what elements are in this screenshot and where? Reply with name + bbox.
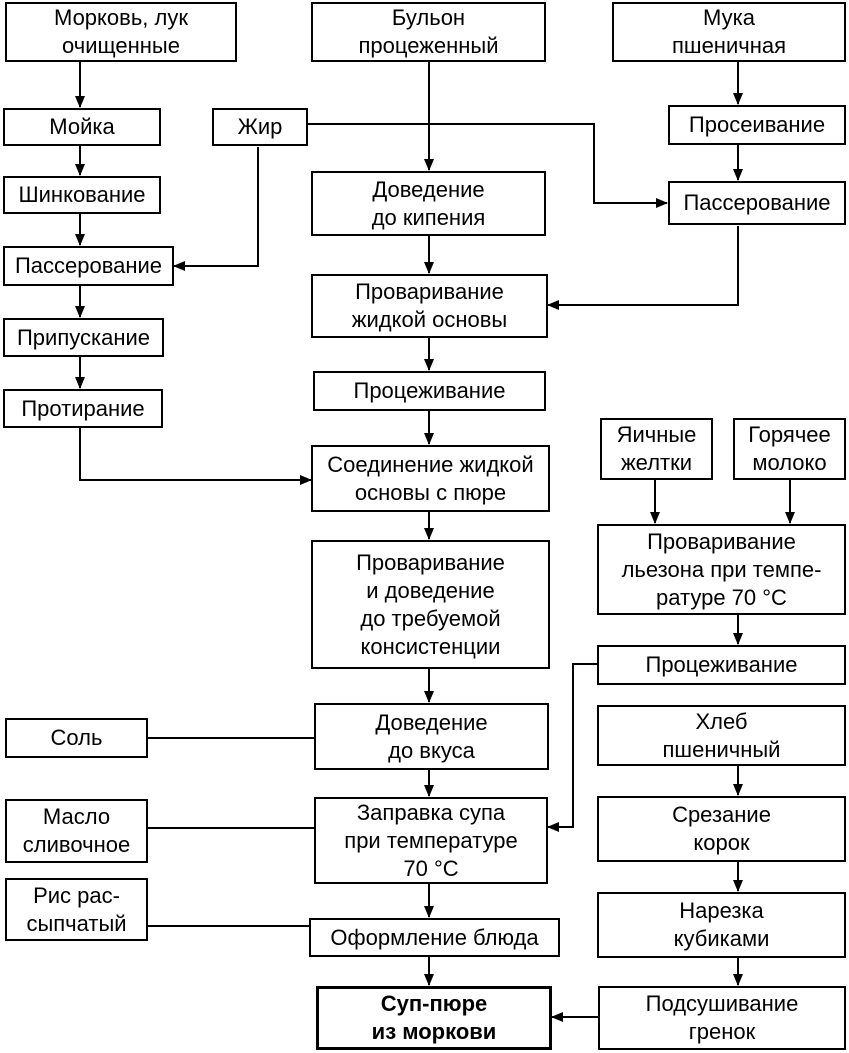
node-wash: Мойка [3,108,161,146]
node-puree: Протирание [3,389,163,428]
arrow-fat-to-saute-veg [173,147,259,271]
node-saute-veg: Пассерование [3,246,174,286]
arrow-strain2-to-dress [547,663,597,832]
node-fat: Жир [212,108,308,146]
node-sift: Просеивание [668,105,846,145]
node-salt: Соль [5,718,148,758]
node-rice: Рис рас-сыпчатый [5,878,148,941]
node-plating: Оформление блюда [309,918,560,957]
node-stew: Припускание [3,318,164,357]
arrow-fat-to-saute-flour [307,123,668,208]
node-saute-flour: Пассерование [668,181,846,225]
arrow-saute-flour-to-cook-base [547,226,739,310]
node-strain1: Процеживание [313,371,546,411]
node-shred: Шинкование [3,176,161,214]
arrow-puree-to-combine [79,428,312,485]
node-strain2: Процеживание [597,645,846,685]
